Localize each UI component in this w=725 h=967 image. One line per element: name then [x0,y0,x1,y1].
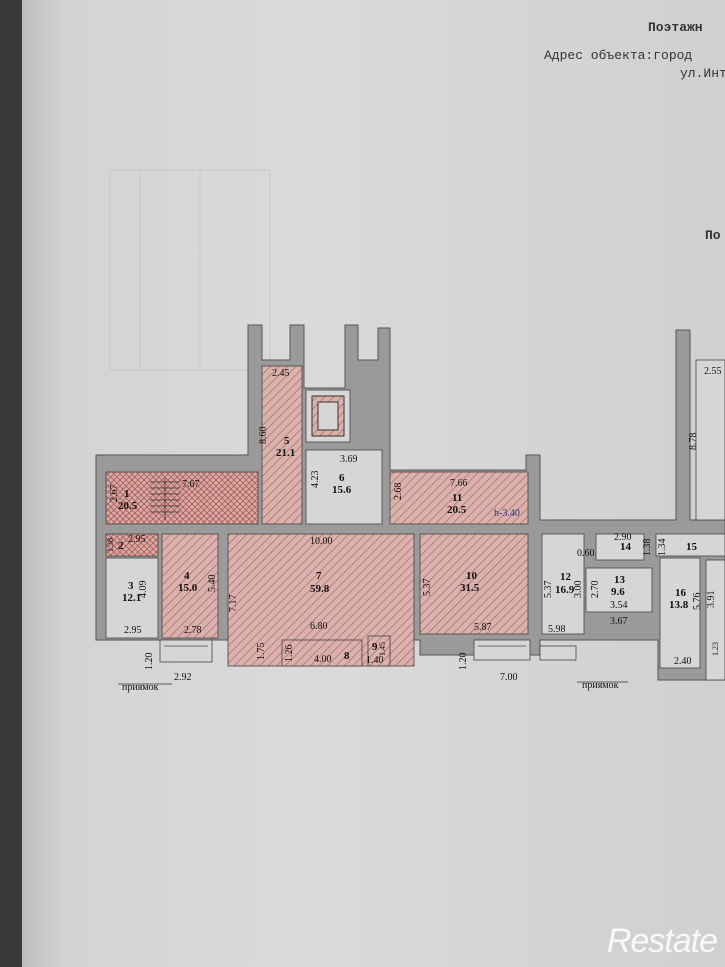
room-11-area: 20.5 [447,504,467,516]
room-2 [105,533,159,557]
svg-text:1.40: 1.40 [366,655,384,666]
svg-text:2.68: 2.68 [393,483,404,501]
room-10-number: 10 [466,570,478,582]
svg-text:7.17: 7.17 [228,595,239,613]
room-1 [105,471,259,525]
svg-text:1.38: 1.38 [642,539,653,557]
room-13-area: 9.6 [611,586,625,598]
room-16 [659,557,701,669]
room-11-number: 11 [452,492,462,504]
room-1-area: 20.5 [118,500,138,512]
room-13 [585,567,653,613]
room-upper-right [695,359,725,521]
room-4-area: 15.0 [178,582,198,594]
room-11 [389,471,529,525]
svg-text:3.69: 3.69 [340,454,358,465]
room-12 [541,533,585,635]
room-16-area: 13.8 [669,599,689,611]
svg-text:5.37: 5.37 [543,581,554,599]
svg-text:5.98: 5.98 [548,624,566,635]
svg-text:2.78: 2.78 [184,625,202,636]
floor-subtitle: По [705,228,721,243]
room-13-number: 13 [614,574,626,586]
room-10 [419,533,529,635]
room-12-area: 16.9 [555,584,575,596]
room-16-number: 16 [675,587,687,599]
svg-text:3.54: 3.54 [610,600,628,611]
svg-text:4.23: 4.23 [310,471,321,489]
svg-text:3.00: 3.00 [573,581,584,599]
pit-label-left: приямок [122,682,159,693]
svg-text:1.75: 1.75 [256,643,267,661]
room-5-number: 5 [284,435,290,447]
svg-text:2.40: 2.40 [674,656,692,667]
svg-text:4.09: 4.09 [138,581,149,599]
svg-text:2.95: 2.95 [128,534,146,545]
pit-label-right: приямок [582,680,619,691]
svg-text:1.38: 1.38 [106,538,115,552]
svg-text:h-3.40: h-3.40 [494,508,520,519]
svg-text:3.67: 3.67 [610,616,628,627]
room-7-area: 59.8 [310,583,330,595]
svg-text:6.80: 6.80 [310,621,328,632]
room-5 [261,365,303,525]
room-3 [105,557,159,639]
room-6-number: 6 [339,472,345,484]
restate-watermark: Restate [606,922,718,960]
room-15 [655,533,725,557]
svg-text:2.90: 2.90 [614,532,632,543]
dimension-labels: 2.45 8.60 3.69 4.23 7.67 2.67 7.66 2.68 … [106,366,722,683]
address-line-2: ул.Инт [680,66,725,81]
room-6 [305,449,383,525]
room-3-area: 12.1 [122,592,141,604]
svg-text:8.78: 8.78 [688,433,699,451]
room-labels: 1 20.5 2 3 12.1 4 15.0 5 21.1 6 15.6 7 5… [118,435,698,662]
room-9-number: 9 [372,641,378,653]
svg-text:1.23: 1.23 [711,642,720,656]
svg-text:1.20: 1.20 [144,653,155,671]
room-7-number: 7 [316,570,322,582]
svg-text:10.00: 10.00 [310,536,333,547]
svg-text:1.20: 1.20 [458,653,469,671]
room-3-number: 3 [128,580,134,592]
address-line-1: Адрес объекта:город [544,48,693,63]
svg-text:2.45: 2.45 [272,368,290,379]
room-1-number: 1 [124,488,130,500]
room-9 [367,635,391,667]
room-2-number: 2 [118,540,124,552]
svg-text:5.76: 5.76 [692,593,703,611]
room-10-area: 31.5 [460,582,480,594]
room-12-number: 12 [560,571,572,583]
room-4 [161,533,219,639]
room-15-number: 15 [686,541,698,553]
room-14-number: 14 [620,541,632,553]
room-6-area: 15.6 [332,484,352,496]
svg-text:1.45: 1.45 [378,642,387,656]
svg-text:2.67: 2.67 [109,485,120,503]
room-5-area: 21.1 [276,447,295,459]
svg-text:7.00: 7.00 [500,672,518,683]
room-8 [281,639,363,667]
room-4-number: 4 [184,570,190,582]
svg-text:0.60: 0.60 [577,548,595,559]
svg-text:5.40: 5.40 [207,575,218,593]
svg-text:5.37: 5.37 [422,579,433,597]
svg-text:2.70: 2.70 [590,581,601,599]
svg-text:1.34: 1.34 [657,539,668,557]
plan-title: Поэтажн [648,20,703,35]
svg-text:7.66: 7.66 [450,478,468,489]
svg-text:5.87: 5.87 [474,622,492,633]
svg-text:2.55: 2.55 [704,366,722,377]
svg-text:2.92: 2.92 [174,672,192,683]
room-8-number: 8 [344,650,350,662]
svg-text:7.67: 7.67 [182,479,200,490]
svg-text:3.91: 3.91 [706,591,717,609]
svg-text:4.00: 4.00 [314,654,332,665]
svg-text:1.26: 1.26 [284,645,295,663]
svg-text:8.60: 8.60 [258,427,269,445]
svg-text:2.95: 2.95 [124,625,142,636]
room-14 [595,533,645,561]
